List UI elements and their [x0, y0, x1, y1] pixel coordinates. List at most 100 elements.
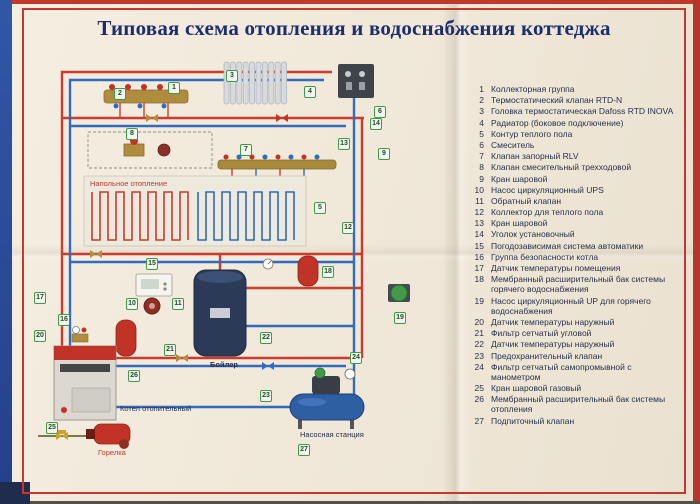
legend-item-label: Коллектор для теплого пола	[491, 207, 604, 218]
legend-item-label: Мембранный расширительный бак системы от…	[491, 394, 666, 415]
red-top-edge	[0, 0, 700, 4]
callout-badge: 23	[260, 390, 272, 402]
callout-badge: 1	[168, 82, 180, 94]
valves	[56, 114, 288, 440]
legend-item-number: 17	[474, 263, 484, 273]
legend-item-label: Термостатический клапан RTD-N	[491, 95, 623, 106]
callout-badge: 15	[146, 258, 158, 270]
callout-badge: 24	[350, 352, 362, 364]
heating-boiler	[53, 345, 117, 421]
legend-item-label: Кран шаровой	[491, 173, 548, 184]
legend-item-number: 26	[474, 394, 484, 405]
legend-item: 4 Радиатор (боковое подключение)	[468, 118, 678, 128]
legend-item-number: 8	[479, 162, 484, 173]
legend-item-number: 15	[474, 240, 484, 251]
legend-item-label: Насос циркуляционный UPS	[491, 184, 604, 195]
legend-item-label: Предохранительный клапан	[491, 350, 603, 361]
label-burner: Горелка	[98, 448, 126, 457]
legend-item-number: 19	[474, 295, 484, 306]
callout-badge: 18	[322, 266, 334, 278]
legend-item-number: 5	[479, 128, 484, 139]
legend-item-number: 13	[474, 218, 484, 229]
legend-item-label: Фильтр сетчатый самопромывной с манометр…	[491, 361, 632, 382]
legend-item: 27 Подпиточный клапан	[468, 416, 678, 426]
dhw-expansion-tank	[297, 255, 319, 287]
legend-item-label: Подпиточный клапан	[491, 415, 575, 426]
blue-left-edge	[0, 0, 12, 504]
legend-item: 14 Уголок установочный	[468, 229, 678, 239]
legend-item-number: 22	[474, 339, 484, 350]
legend: 1 Коллекторная группа 2 Термостатический…	[456, 58, 680, 490]
legend-item: 1 Коллекторная группа	[468, 84, 678, 94]
legend-item-number: 23	[474, 350, 484, 361]
legend-item-number: 4	[479, 117, 484, 128]
legend-item-number: 14	[474, 229, 484, 240]
legend-item: 20 Датчик температуры наружный	[468, 317, 678, 327]
callout-badge: 25	[46, 422, 58, 434]
callout-badge: 16	[58, 314, 70, 326]
legend-item-label: Радиатор (боковое подключение)	[491, 117, 624, 128]
controller	[135, 273, 173, 297]
legend-item-number: 27	[474, 415, 484, 426]
poster-title: Типовая схема отопления и водоснабжения …	[97, 16, 611, 40]
legend-item-number: 16	[474, 251, 484, 262]
dark-bottom-edge	[0, 501, 700, 504]
label-heating-boiler: Котел отопительный	[120, 404, 192, 413]
callout-badge: 14	[370, 118, 382, 130]
legend-item-number: 25	[474, 383, 484, 394]
callout-badge: 12	[342, 222, 354, 234]
legend-item-label: Насос циркуляционный UP для горячего вод…	[491, 295, 651, 316]
radiator	[223, 61, 287, 105]
legend-item-number: 12	[474, 207, 484, 218]
piping-schematic-drawing	[38, 61, 410, 449]
legend-item: 19 Насос циркуляционный UP для горячего …	[468, 296, 678, 316]
callout-badge: 19	[394, 312, 406, 324]
label-pump-station: Насосная станция	[300, 430, 364, 439]
legend-item-number: 24	[474, 361, 484, 372]
legend-item: 12 Коллектор для теплого пола	[468, 207, 678, 217]
legend-item-number: 10	[474, 184, 484, 195]
legend-item: 18 Мембранный расширительный бак системы…	[468, 274, 678, 294]
legend-item-label: Головка термостатическая Dafoss RTD INOV…	[491, 106, 674, 117]
floor-heating-zone	[83, 175, 307, 247]
legend-item: 21 Фильтр сетчатый угловой	[468, 328, 678, 338]
red-right-edge	[693, 0, 700, 504]
legend-item-label: Датчик температуры наружный	[491, 339, 615, 350]
legend-item: 26 Мембранный расширительный бак системы…	[468, 394, 678, 414]
legend-item: 3 Головка термостатическая Dafoss RTD IN…	[468, 106, 678, 116]
callout-badge: 8	[126, 128, 138, 140]
legend-item-label: Уголок установочный	[491, 229, 575, 240]
legend-item-number: 6	[479, 139, 484, 150]
legend-item-label: Обратный клапан	[491, 195, 562, 206]
callout-badge: 13	[338, 138, 350, 150]
legend-item: 13 Кран шаровой	[468, 218, 678, 228]
legend-item: 9 Кран шаровой	[468, 174, 678, 184]
callout-badge: 10	[126, 298, 138, 310]
callout-badge: 11	[172, 298, 184, 310]
dhw-tank	[193, 269, 247, 357]
callout-badge: 20	[34, 330, 46, 342]
legend-item: 15 Погодозависимая система автоматики	[468, 241, 678, 251]
heating-expansion-tank	[115, 319, 137, 357]
legend-item-label: Группа безопасности котла	[491, 251, 599, 262]
legend-item-label: Коллекторная группа	[491, 84, 575, 94]
callout-badge: 6	[374, 106, 386, 118]
legend-item: 24 Фильтр сетчатый самопромывной с маном…	[468, 362, 678, 382]
mixing-unit	[87, 131, 213, 169]
legend-item-number: 1	[479, 84, 484, 94]
legend-item-number: 7	[479, 151, 484, 162]
callout-badge: 22	[260, 332, 272, 344]
legend-item-number: 11	[475, 195, 484, 206]
legend-item: 10 Насос циркуляционный UPS	[468, 185, 678, 195]
legend-item-number: 9	[479, 173, 484, 184]
callout-badge: 4	[304, 86, 316, 98]
legend-item-label: Датчик температуры помещения	[491, 263, 621, 273]
floor-collector	[217, 154, 337, 170]
legend-item-label: Контур теплого пола	[491, 128, 573, 139]
legend-item: 2 Термостатический клапан RTD-N	[468, 95, 678, 105]
legend-item: 11 Обратный клапан	[468, 196, 678, 206]
legend-item: 8 Клапан смесительный трехходовой	[468, 162, 678, 172]
legend-item: 6 Смеситель	[468, 140, 678, 150]
legend-item-number: 18	[474, 274, 484, 285]
label-floor-heating: Напольное отопление	[90, 179, 168, 188]
